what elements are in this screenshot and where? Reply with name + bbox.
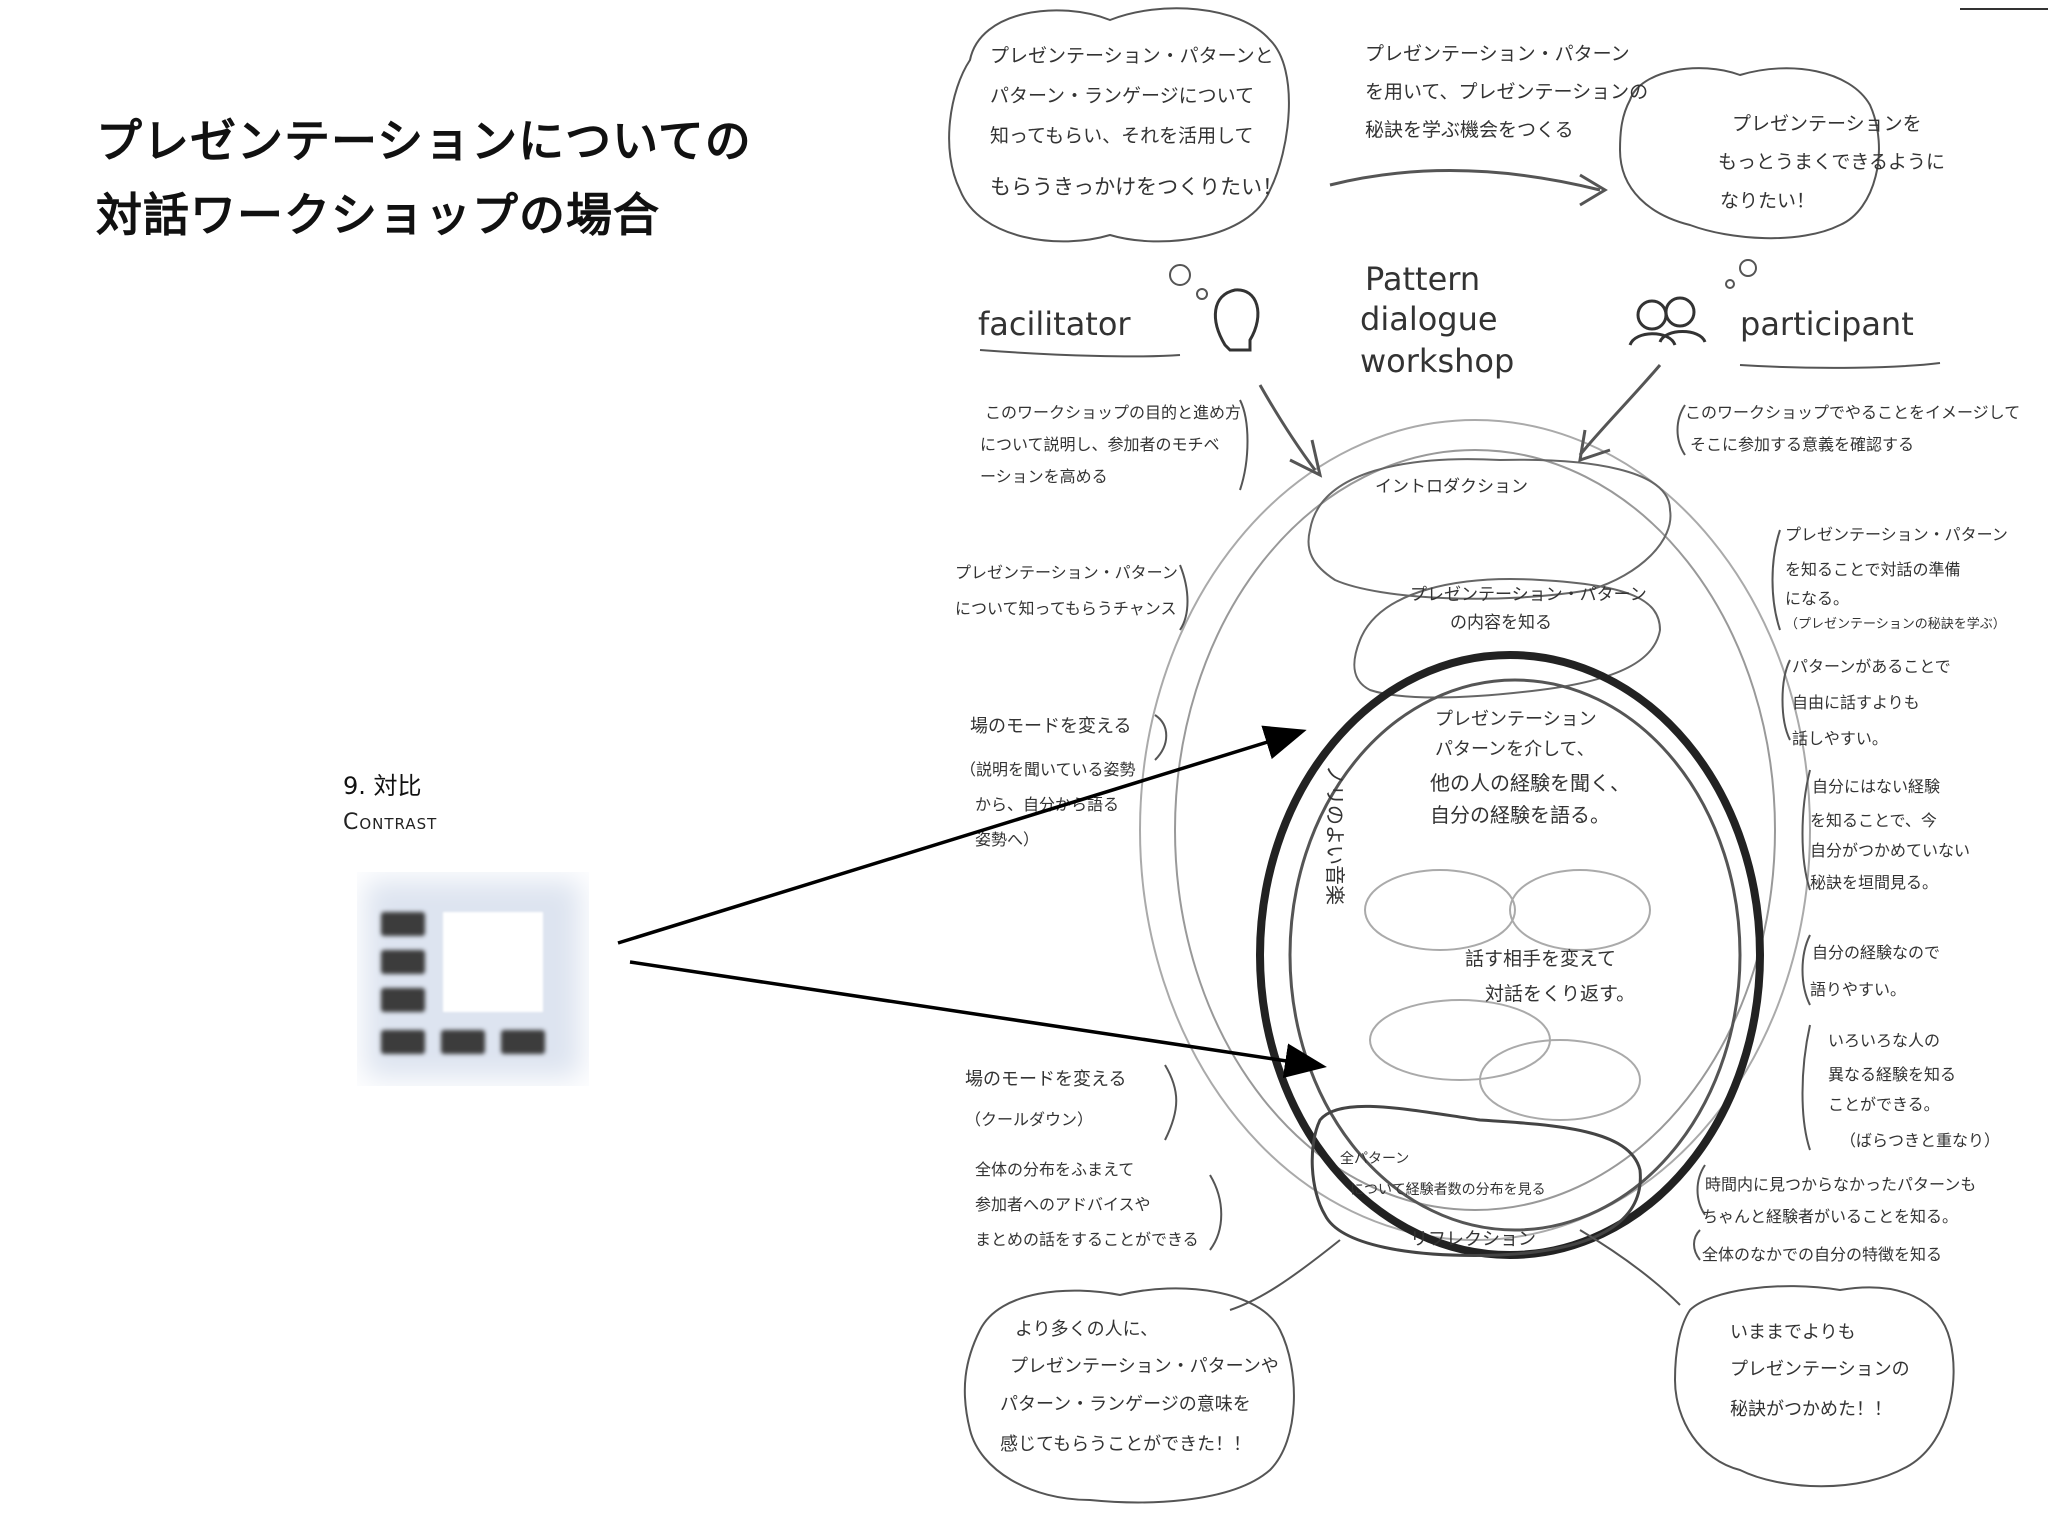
bottom-right-bubble-line: 秘訣がつかめた！！ — [1730, 1399, 1892, 1420]
top-right-bubble-line: プレゼンテーションを — [1732, 113, 1922, 135]
icon-cell — [381, 1030, 425, 1054]
left-note-line: 場のモードを変える — [970, 716, 1131, 737]
left-note-line: ーションを高める — [980, 467, 1108, 486]
left-note-line: 場のモードを変える — [965, 1069, 1126, 1090]
top-left-bubble-line: パターン・ランゲージについて — [990, 85, 1254, 107]
right-note-line: 話しやすい。 — [1792, 729, 1888, 748]
pattern-name-en: Contrast — [343, 810, 438, 835]
pattern-number: 9. 対比 — [343, 772, 422, 800]
page-title-line1: プレゼンテーションについての — [96, 114, 752, 168]
right-note-line: 異なる経験を知る — [1828, 1065, 1956, 1084]
participant-label: participant — [1740, 305, 1914, 343]
icon-cell — [381, 988, 425, 1012]
icon-cell — [381, 950, 425, 974]
bottom-right-bubble-line: いままでよりも — [1730, 1322, 1856, 1343]
right-note-line: を知ることで、今 — [1810, 811, 1937, 830]
left-note-line: から、自分から語る — [975, 795, 1119, 814]
bottom-left-bubble-line: より多くの人に、 — [1015, 1319, 1158, 1340]
right-note-line: このワークショップでやることをイメージして — [1685, 403, 2020, 422]
bottom-left-bubble-line: プレゼンテーション・パターンや — [1010, 1356, 1279, 1377]
dialogue-line: 他の人の経験を聞く、 — [1430, 771, 1630, 795]
right-note-line: （プレゼンテーションの秘訣を学ぶ） — [1785, 616, 2006, 632]
left-note-line: まとめの話をすることができる — [975, 1230, 1199, 1249]
top-arrow-text: を用いて、プレゼンテーションの — [1365, 81, 1648, 103]
icon-cell — [381, 912, 425, 936]
know-content-line: の内容を知る — [1450, 613, 1552, 633]
top-right-bubble — [1618, 67, 1880, 240]
right-note-line: いろいろな人の — [1828, 1031, 1940, 1050]
right-note-line: 自分にはない経験 — [1812, 777, 1940, 796]
right-note-line: 自由に話すよりも — [1792, 693, 1920, 712]
top-right-bubble-line: もっとうまくできるように — [1718, 151, 1945, 173]
left-note-line: 参加者へのアドバイスや — [975, 1195, 1151, 1214]
know-content-shape — [1353, 578, 1662, 699]
right-note-line: （ばらつきと重なり） — [1840, 1131, 2000, 1150]
left-note-line: （クールダウン） — [965, 1110, 1093, 1129]
left-note-line: について説明し、参加者のモチベ — [980, 435, 1220, 454]
distribution-line: 全パターン — [1340, 1150, 1409, 1167]
left-note-line: について知ってもらうチャンス — [955, 599, 1176, 618]
right-note-line: ちゃんと経験者がいることを知る。 — [1702, 1207, 1958, 1226]
bottom-right-bubble — [1673, 1285, 1955, 1488]
music-label: ノリのよい音楽 — [1323, 765, 1347, 905]
right-note-line: 全体のなかでの自分の特徴を知る — [1702, 1245, 1942, 1264]
left-note-line: プレゼンテーション・パターン — [955, 563, 1178, 582]
right-note-line: 語りやすい。 — [1810, 980, 1906, 999]
bottom-right-bubble-line: プレゼンテーションの — [1730, 1359, 1910, 1380]
right-note-line: パターンがあることで — [1792, 657, 1951, 676]
top-arrow-text: 秘訣を学ぶ機会をつくる — [1365, 119, 1574, 141]
page-title: プレゼンテーションについての 対話ワークショップの場合 — [96, 104, 752, 252]
contrast-pattern-icon — [357, 872, 589, 1086]
workshop-title: Pattern dialogue workshop — [1360, 260, 1514, 380]
bottom-left-bubble-line: パターン・ランゲージの意味を — [1000, 1394, 1251, 1415]
workshop-sketch: プレゼンテーション・パターンと パターン・ランゲージについて 知ってもらい、それ… — [948, 7, 2020, 1504]
workshop-title-line: Pattern — [1365, 260, 1480, 298]
repeat-line: 話す相手を変えて — [1465, 948, 1616, 970]
page-title-line2: 対話ワークショップの場合 — [96, 188, 660, 242]
right-note-line: 秘訣を垣間見る。 — [1810, 873, 1938, 892]
introduction-label: イントロダクション — [1375, 477, 1528, 497]
facilitator-label: facilitator — [978, 305, 1131, 343]
dialogue-line: 自分の経験を語る。 — [1430, 803, 1610, 827]
left-note-line: このワークショップの目的と進め方 — [985, 403, 1241, 422]
right-note-line: 自分がつかめていない — [1810, 841, 1970, 860]
dialogue-line: プレゼンテーション — [1435, 709, 1597, 730]
bottom-left-bubble — [963, 1287, 1295, 1504]
repeat-line: 対話をくり返す。 — [1485, 983, 1635, 1005]
top-left-bubble — [948, 7, 1290, 243]
dialogue-line: パターンを介して、 — [1435, 739, 1595, 760]
icon-large-square — [443, 912, 543, 1012]
left-note-line: 姿勢へ） — [975, 830, 1039, 849]
top-left-bubble-line: プレゼンテーション・パターンと — [990, 45, 1274, 67]
top-right-bubble-line: なりたい！ — [1720, 190, 1815, 212]
icon-cell — [441, 1030, 485, 1054]
left-note-line: 全体の分布をふまえて — [975, 1160, 1134, 1179]
right-note-line: 時間内に見つからなかったパターンも — [1705, 1175, 1976, 1194]
right-note-line: ことができる。 — [1828, 1095, 1940, 1114]
facilitator-head-icon — [1213, 288, 1260, 352]
workshop-title-line: dialogue — [1360, 300, 1498, 338]
reflection-shape — [1310, 1104, 1642, 1257]
right-note-line: プレゼンテーション・パターン — [1785, 525, 2008, 544]
introduction-shape — [1307, 458, 1672, 600]
top-left-bubble-line: 知ってもらい、それを活用して — [990, 125, 1254, 147]
icon-cell — [501, 1030, 545, 1054]
know-content-line: プレゼンテーション・パターン — [1410, 585, 1647, 605]
top-arrow — [1329, 169, 1601, 192]
top-left-bubble-line: もらうきっかけをつくりたい！ — [990, 175, 1283, 199]
bottom-left-bubble-line: 感じてもらうことができた！！ — [1000, 1434, 1251, 1455]
top-arrow-text: プレゼンテーション・パターン — [1365, 43, 1630, 65]
reflection-label: リフレクション — [1410, 1229, 1536, 1250]
right-note-line: 自分の経験なので — [1812, 943, 1940, 962]
workshop-title-line: workshop — [1360, 342, 1514, 380]
right-note-line: そこに参加する意義を確認する — [1690, 435, 1914, 454]
participant-heads-icon — [1628, 296, 1707, 346]
distribution-line: について経験者数の分布を見る — [1350, 1182, 1546, 1198]
left-note-line: （説明を聞いている姿勢 — [960, 760, 1136, 779]
right-note-line: になる。 — [1785, 589, 1849, 608]
frame-line — [1960, 8, 2048, 10]
right-note-line: を知ることで対話の準備 — [1785, 560, 1961, 579]
